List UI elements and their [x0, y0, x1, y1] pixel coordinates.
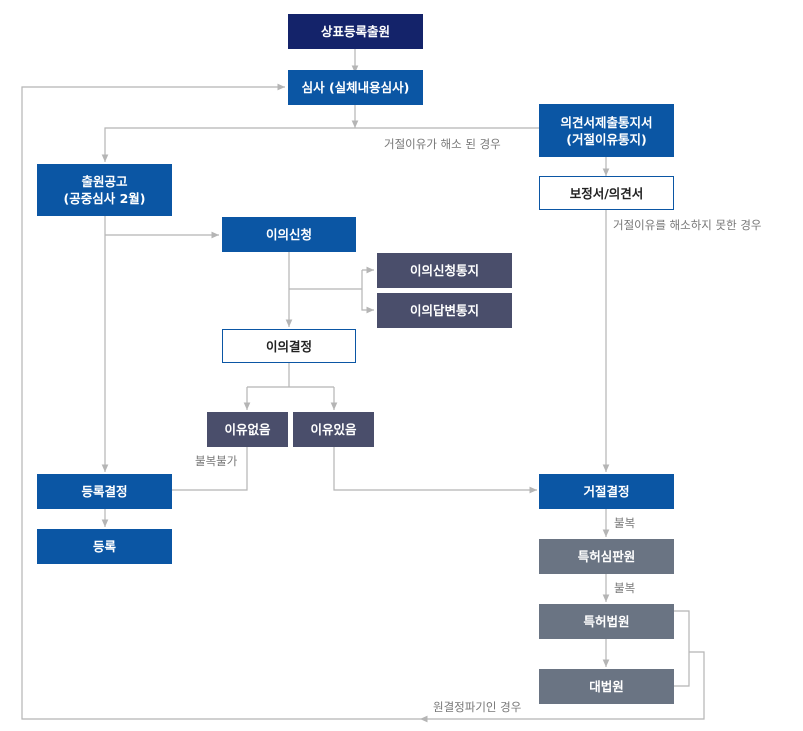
- supreme-court-label: 대법원: [589, 679, 624, 694]
- line-court-supreme-bracket: [673, 610, 690, 687]
- trial-board-label: 특허심판원: [577, 549, 636, 564]
- publication-box: 출원공고 (공중심사 2월): [37, 164, 172, 216]
- appeal-note-2: 불복: [614, 581, 636, 595]
- arrow-remand-bottom: [420, 651, 705, 723]
- reason-resolved-note: 거절이유가 해소 된 경우: [384, 137, 501, 151]
- arrow-to-opposition-notice: [361, 270, 374, 289]
- application-label: 상표등록출원: [320, 24, 390, 39]
- application-box: 상표등록출원: [288, 14, 423, 49]
- registration-decision-label: 등록결정: [81, 484, 128, 499]
- no-grounds-box: 이유없음: [207, 412, 288, 447]
- arrow-has-grounds-to-rejection: [333, 447, 537, 494]
- line-decision-split: [247, 362, 334, 388]
- no-grounds-label: 이유없음: [224, 422, 271, 437]
- patent-court-box: 특허법원: [539, 604, 674, 639]
- remand-note: 원결정파기인 경우: [433, 700, 522, 714]
- registration-decision-box: 등록결정: [37, 474, 172, 509]
- supreme-court-box: 대법원: [539, 669, 674, 704]
- rejection-decision-label: 거절결정: [583, 484, 630, 499]
- opposition-label: 이의신청: [265, 227, 312, 242]
- opposition-reply-notice-box: 이의답변통지: [377, 293, 512, 328]
- has-grounds-box: 이유있음: [293, 412, 374, 447]
- arrow-branch-to-publication: [101, 127, 539, 162]
- examination-label: 심사 (실체내용심사): [301, 80, 410, 95]
- opposition-notice-label: 이의신청통지: [409, 263, 479, 278]
- opinion-notice-box: 의견서제출통지서 (거절이유통지): [539, 104, 674, 157]
- opinion-notice-label-line2: (거절이유통지): [566, 131, 647, 147]
- trial-board-box: 특허심판원: [539, 539, 674, 574]
- opposition-decision-box: 이의결정: [222, 329, 356, 363]
- line-no-grounds-to-registration-decision: [172, 447, 248, 491]
- opposition-box: 이의신청: [222, 217, 356, 252]
- amendment-box: 보정서/의견서: [539, 176, 674, 210]
- amendment-label: 보정서/의견서: [569, 185, 644, 201]
- appeal-note-1: 불복: [614, 516, 636, 530]
- opposition-reply-notice-label: 이의답변통지: [409, 303, 479, 318]
- registration-label: 등록: [92, 539, 116, 554]
- publication-label-line1: 출원공고: [81, 174, 128, 189]
- rejection-decision-box: 거절결정: [539, 474, 674, 509]
- no-appeal-note: 불복불가: [195, 454, 238, 468]
- arrow-to-reply-notice: [361, 289, 374, 314]
- registration-box: 등록: [37, 529, 172, 564]
- opposition-decision-label: 이의결정: [265, 338, 312, 354]
- opposition-notice-box: 이의신청통지: [377, 253, 512, 288]
- reason-unresolved-note: 거절이유를 해소하지 못한 경우: [613, 218, 762, 232]
- patent-court-label: 특허법원: [583, 614, 630, 629]
- opinion-notice-label-line1: 의견서제출통지서: [560, 114, 653, 130]
- arrow-remand-return: [21, 83, 420, 720]
- examination-box: 심사 (실체내용심사): [288, 70, 423, 105]
- has-grounds-label: 이유있음: [310, 422, 357, 437]
- publication-label-line2: (공중심사 2월): [63, 191, 146, 206]
